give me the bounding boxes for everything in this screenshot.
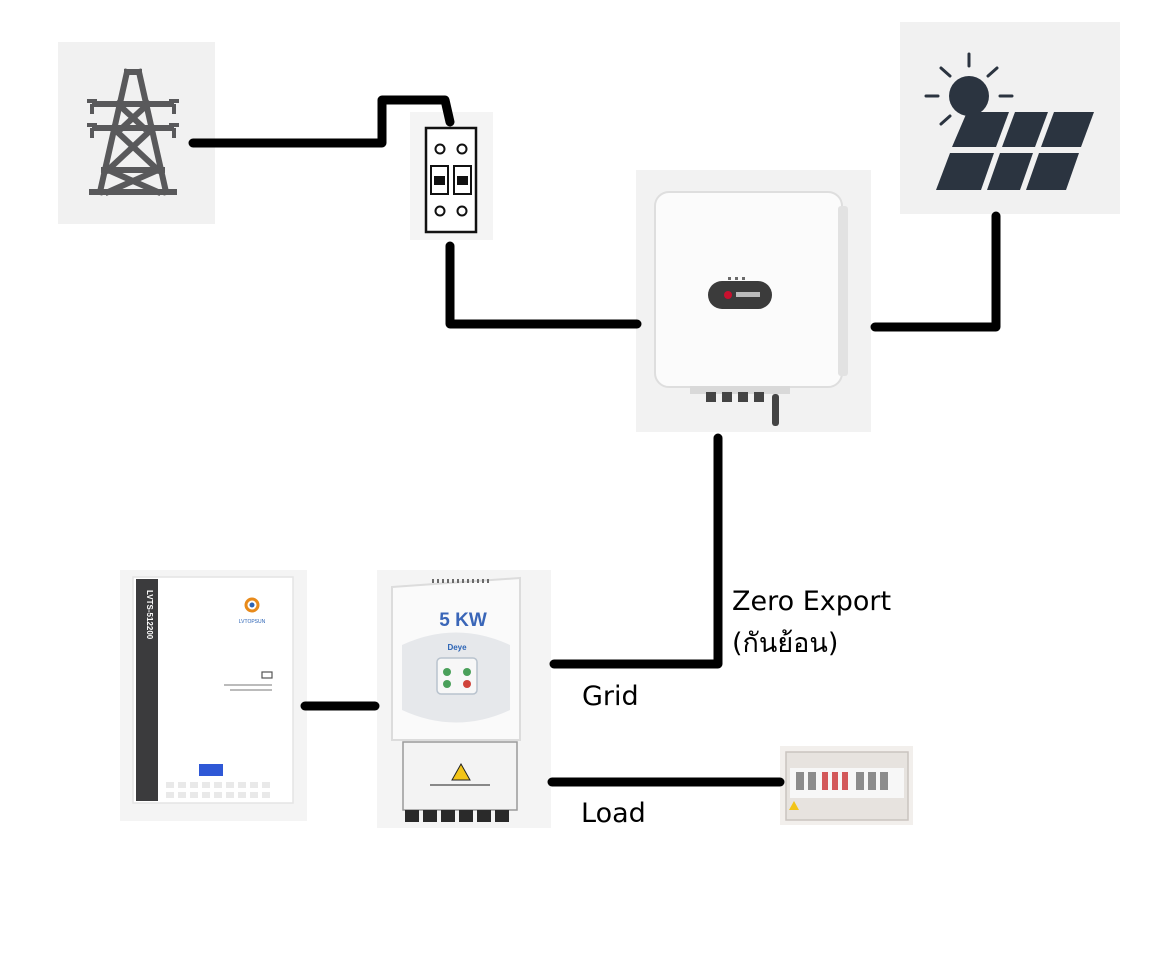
circuit-breaker-icon (410, 112, 493, 240)
wire-breaker-to-inverter (445, 241, 642, 329)
power-grid-tower-icon (58, 42, 215, 224)
wire-tower-to-breaker (188, 95, 455, 148)
battery-brand: LVTOPSUN (239, 619, 266, 625)
zero-export-thai-label: (กันย้อน) (732, 628, 839, 659)
hybrid-inverter (377, 570, 551, 828)
solar-panel-icon (900, 22, 1120, 214)
hybrid-inverter-rating: 5 KW (439, 610, 487, 631)
load-distribution-panel (780, 746, 913, 825)
battery-pack (120, 570, 307, 821)
wire-solar-to-inverter (870, 211, 1001, 332)
wire-zero-export (549, 433, 723, 669)
battery-model: LVTS-512200 (145, 590, 154, 640)
zero-export-label: Zero Export (732, 586, 892, 617)
grid-tie-inverter (636, 170, 871, 432)
grid-label: Grid (582, 681, 639, 712)
hybrid-inverter-brand: Deye (447, 643, 467, 652)
load-label: Load (581, 798, 646, 829)
